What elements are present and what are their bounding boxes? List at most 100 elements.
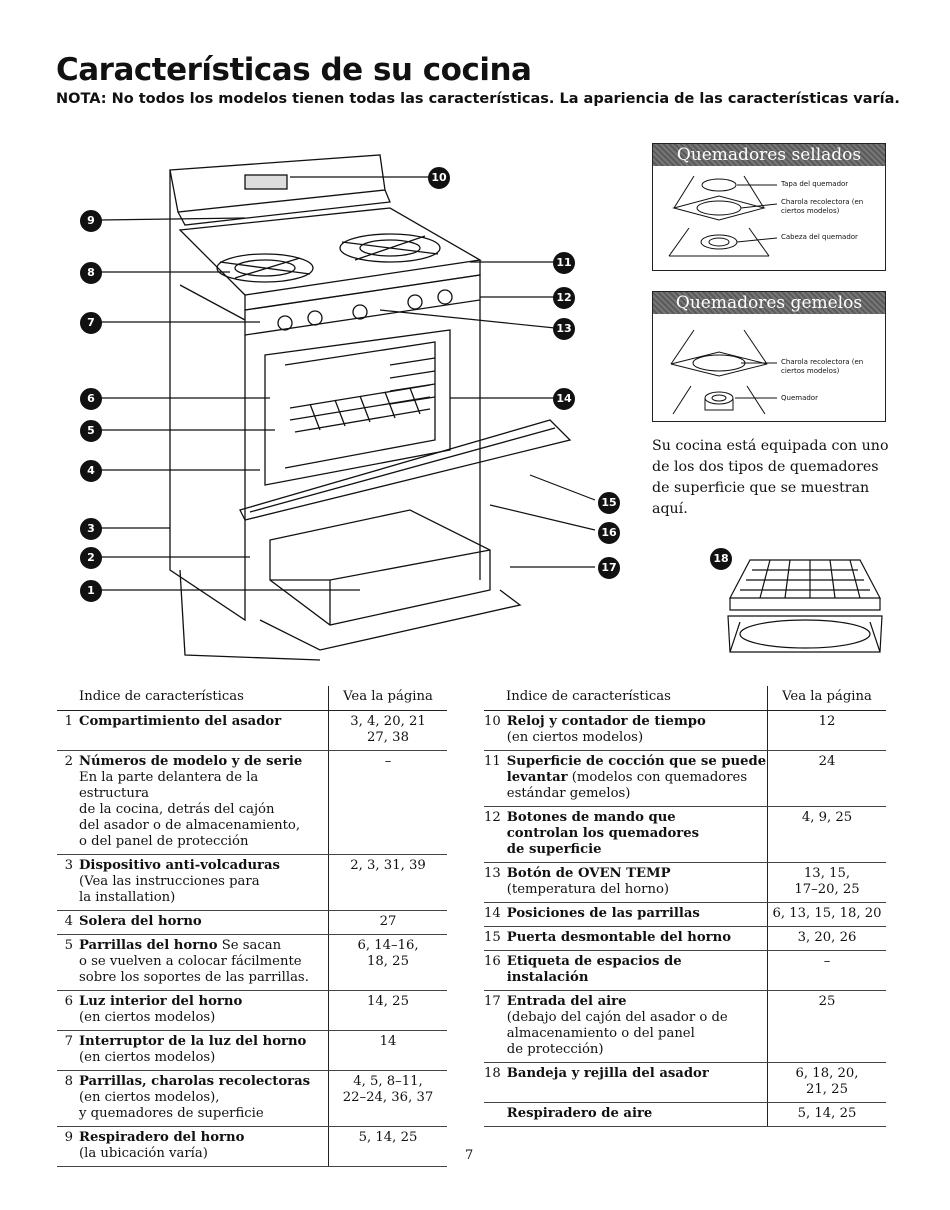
row-number: 3 (57, 854, 79, 911)
callout-15: 15 (598, 492, 620, 514)
row-pages: 4, 9, 25 (767, 806, 886, 863)
row-pages: 14, 25 (328, 990, 447, 1031)
callout-14: 14 (553, 388, 575, 410)
row-pages: 27 (328, 910, 447, 935)
row-number: 18 (484, 1062, 507, 1103)
feature-detail: (modelos con quemadores estándar gemelos… (506, 770, 748, 801)
callout-18: 18 (710, 548, 732, 570)
feature-title: Luz interior del horno (79, 994, 243, 1009)
page-number: 7 (465, 1148, 474, 1163)
callout-6: 6 (80, 388, 102, 410)
row-pages: 12 (767, 710, 886, 751)
row-number: 10 (484, 710, 507, 751)
feature-detail: (debajo del cajón del asador o de almace… (506, 1010, 728, 1057)
row-feature: Solera del horno (79, 910, 329, 935)
note-label: NOTA: (56, 91, 107, 107)
feature-column-header: Indice de características (57, 686, 329, 711)
row-pages: 3, 20, 26 (767, 926, 886, 951)
row-number: 7 (57, 1030, 79, 1071)
feature-detail: (en ciertos modelos) (79, 1050, 216, 1065)
row-pages: – (328, 750, 447, 855)
callout-10: 10 (428, 167, 450, 189)
row-pages: 4, 5, 8–11, 22–24, 36, 37 (328, 1070, 447, 1127)
row-feature: Entrada del aire (debajo del cajón del a… (506, 990, 768, 1063)
row-number: 5 (57, 934, 79, 991)
table-header-row: Indice de características Vea la página (484, 686, 886, 711)
row-number: 13 (484, 862, 507, 903)
twin-burners-title: Quemadores gemelos estándar (653, 292, 885, 335)
note: NOTA: No todos los modelos tienen todas … (56, 91, 900, 107)
row-number: 12 (484, 806, 507, 863)
twin-burners-panel: Quemadores gemelos estándar Charola reco… (652, 291, 886, 422)
row-feature: Etiqueta de espacios de instalación (506, 950, 768, 991)
feature-title: Botones de mando que controlan los quema… (506, 810, 700, 857)
row-number (484, 1102, 507, 1127)
callout-1: 1 (80, 580, 102, 602)
row-pages: 6, 18, 20, 21, 25 (767, 1062, 886, 1103)
feature-title: Solera del horno (79, 914, 202, 929)
feature-detail: (en ciertos modelos) (79, 1010, 216, 1025)
row-feature: Dispositivo anti-volcaduras (Vea las ins… (79, 854, 329, 911)
row-feature: Botones de mando que controlan los quema… (506, 806, 768, 863)
feature-title: Parrillas, charolas recolectoras (79, 1074, 311, 1089)
row-number: 16 (484, 950, 507, 991)
feature-title: Dispositivo anti-volcaduras (79, 858, 280, 873)
range-illustration (99, 154, 596, 661)
row-feature: Posiciones de las parrillas (506, 902, 768, 927)
row-feature: Interruptor de la luz del horno (en cier… (79, 1030, 329, 1071)
row-pages: 6, 14–16, 18, 25 (328, 934, 447, 991)
feature-title: Respiradero del horno (79, 1130, 245, 1145)
row-number: 6 (57, 990, 79, 1031)
feature-title: Respiradero de aire (506, 1106, 653, 1121)
callout-3: 3 (80, 518, 102, 540)
table-header-row: Indice de características Vea la página (57, 686, 447, 711)
callout-7: 7 (80, 312, 102, 334)
feature-title: Entrada del aire (506, 994, 627, 1009)
feature-detail: Se sacan o se vuelven a colocar fácilmen… (79, 938, 309, 985)
callout-4: 4 (80, 460, 102, 482)
feature-title: Posiciones de las parrillas (506, 906, 700, 921)
row-number: 8 (57, 1070, 79, 1127)
callout-13: 13 (553, 318, 575, 340)
page-column-header: Vea la página (767, 686, 886, 711)
feature-title: Botón de OVEN TEMP (506, 866, 671, 881)
page-title: Características de su cocina (56, 52, 532, 88)
note-text: No todos los modelos tienen todas las ca… (106, 91, 900, 107)
sealed-burners-title: Quemadores sellados (653, 144, 885, 166)
page-column-header: Vea la página (328, 686, 447, 711)
twin-label-drip-pan: Charola recolectora (en ciertos modelos) (781, 358, 864, 375)
row-feature: Puerta desmontable del horno (506, 926, 768, 951)
feature-detail: (en ciertos modelos) (506, 730, 644, 745)
feature-title: Interruptor de la luz del horno (79, 1034, 307, 1049)
row-number: 4 (57, 910, 79, 935)
row-feature: Superficie de cocción que se puede levan… (506, 750, 768, 807)
row-feature: Botón de OVEN TEMP (temperatura del horn… (506, 862, 768, 903)
twin-label-burner: Quemador (781, 394, 818, 402)
row-pages: 6, 13, 15, 18, 20 (767, 902, 886, 927)
feature-title: Bandeja y rejilla del asador (506, 1066, 709, 1081)
callout-12: 12 (553, 287, 575, 309)
row-number: 11 (484, 750, 507, 807)
sealed-label-drip-pan: Charola recolectora (en ciertos modelos) (781, 198, 864, 215)
row-feature: Respiradero del horno (la ubicación varí… (79, 1126, 329, 1167)
row-pages: 2, 3, 31, 39 (328, 854, 447, 911)
callout-17: 17 (598, 557, 620, 579)
row-feature: Parrillas del horno Se sacan o se vuelve… (79, 934, 329, 991)
sealed-label-head: Cabeza del quemador (781, 233, 858, 241)
callout-11: 11 (553, 252, 575, 274)
feature-detail: (la ubicación varía) (79, 1146, 208, 1161)
callout-8: 8 (80, 262, 102, 284)
